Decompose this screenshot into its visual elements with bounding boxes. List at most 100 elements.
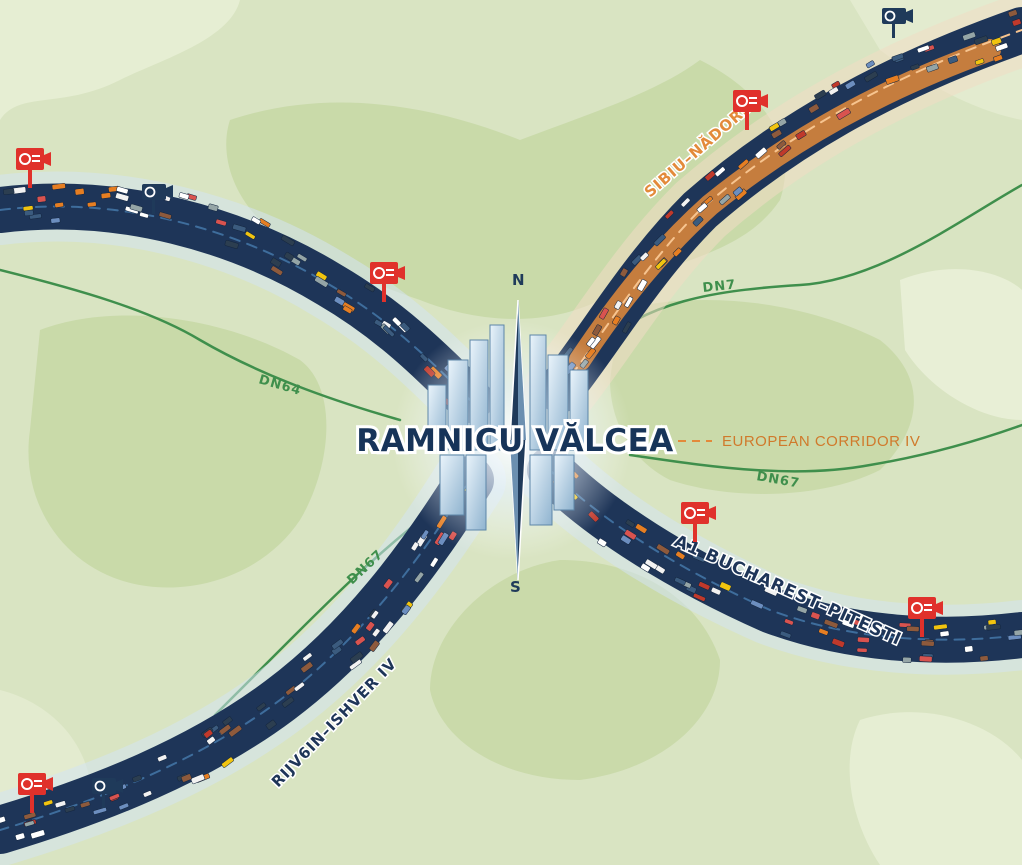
vehicle xyxy=(180,773,192,783)
vehicle xyxy=(100,192,111,199)
vehicle xyxy=(15,832,26,841)
vehicle xyxy=(612,315,621,326)
vehicle xyxy=(622,321,632,334)
vehicle xyxy=(680,197,691,208)
vehicle xyxy=(696,202,708,214)
vehicle xyxy=(30,829,46,839)
vehicle xyxy=(857,636,870,643)
vehicle xyxy=(906,625,920,632)
vehicle xyxy=(624,529,637,541)
vehicle xyxy=(256,702,267,712)
vehicle xyxy=(778,145,792,157)
vehicle xyxy=(784,618,794,626)
vehicle xyxy=(619,267,629,278)
vehicle xyxy=(51,182,66,191)
vehicle xyxy=(74,188,85,196)
vehicle xyxy=(157,754,168,762)
vehicle xyxy=(844,80,856,90)
vehicle xyxy=(50,217,61,224)
vehicle xyxy=(284,251,295,262)
vehicle xyxy=(23,811,37,820)
vehicle xyxy=(656,543,671,555)
vehicle xyxy=(625,519,636,528)
vehicle xyxy=(754,147,768,159)
vehicle xyxy=(36,195,47,203)
vehicle xyxy=(228,724,243,738)
vehicle xyxy=(974,35,989,45)
vehicle xyxy=(939,630,950,637)
vehicle xyxy=(831,80,841,89)
vehicle xyxy=(586,336,596,347)
vehicle xyxy=(331,638,344,650)
vehicle xyxy=(22,205,34,212)
vehicle xyxy=(920,640,935,647)
vehicle xyxy=(916,44,930,53)
vehicle xyxy=(655,258,667,270)
vehicle xyxy=(664,209,674,220)
vehicle xyxy=(692,215,704,227)
vehicle xyxy=(115,192,130,202)
vehicle xyxy=(599,307,609,320)
traffic-cameras xyxy=(16,8,943,813)
vehicle xyxy=(251,216,261,225)
vehicle xyxy=(979,655,989,662)
vehicle xyxy=(597,538,608,548)
vehicle xyxy=(24,820,35,827)
vehicle xyxy=(219,724,232,735)
vehicle xyxy=(692,553,706,563)
vehicle xyxy=(429,557,439,568)
vehicle xyxy=(224,239,239,249)
vehicle xyxy=(856,647,868,653)
vehicle xyxy=(118,802,130,811)
vehicle xyxy=(993,54,1003,62)
vehicle xyxy=(372,628,381,638)
vehicle xyxy=(926,63,939,73)
vehicle xyxy=(280,234,295,247)
vehicle xyxy=(974,58,985,66)
video-camera-icon xyxy=(142,184,173,214)
compass-south-label: S xyxy=(510,578,521,596)
vehicle xyxy=(828,86,839,96)
vehicle xyxy=(215,218,227,227)
vehicle xyxy=(614,300,623,310)
vehicle xyxy=(779,630,792,639)
vehicle xyxy=(674,576,686,586)
vehicle xyxy=(672,247,682,257)
vehicle xyxy=(675,550,686,560)
vehicle xyxy=(350,651,364,664)
vehicle xyxy=(771,129,783,139)
vehicle xyxy=(831,638,845,648)
vehicle xyxy=(986,623,1001,631)
speed-camera-icon xyxy=(18,773,53,813)
vehicle xyxy=(808,103,820,114)
vehicle xyxy=(365,621,375,632)
vehicle xyxy=(848,617,860,626)
vehicle xyxy=(54,202,64,208)
vehicle xyxy=(270,265,284,276)
vehicle xyxy=(644,558,658,570)
road-dn7-label: DN7 xyxy=(702,278,737,296)
speed-camera-icon xyxy=(370,262,405,302)
vehicle xyxy=(64,806,76,813)
vehicle xyxy=(207,203,219,212)
vehicle xyxy=(142,790,153,798)
vehicle xyxy=(203,729,214,739)
vehicle xyxy=(995,42,1009,52)
speed-camera-icon xyxy=(16,148,51,188)
vehicle xyxy=(54,800,67,808)
vehicle xyxy=(933,623,948,631)
vehicle xyxy=(704,170,716,182)
vehicle xyxy=(750,599,764,610)
vehicle xyxy=(639,252,649,262)
vehicle xyxy=(109,793,120,801)
vehicle xyxy=(620,534,632,545)
traffic-vehicles xyxy=(0,9,1022,841)
vehicle xyxy=(314,276,329,288)
vehicle xyxy=(964,645,974,653)
city-skyline xyxy=(427,324,589,531)
vehicle xyxy=(158,211,172,220)
corridor-label: EUROPEAN CORRIDOR IV xyxy=(722,433,920,450)
vehicle xyxy=(206,736,216,745)
video-camera-icon xyxy=(92,778,123,808)
